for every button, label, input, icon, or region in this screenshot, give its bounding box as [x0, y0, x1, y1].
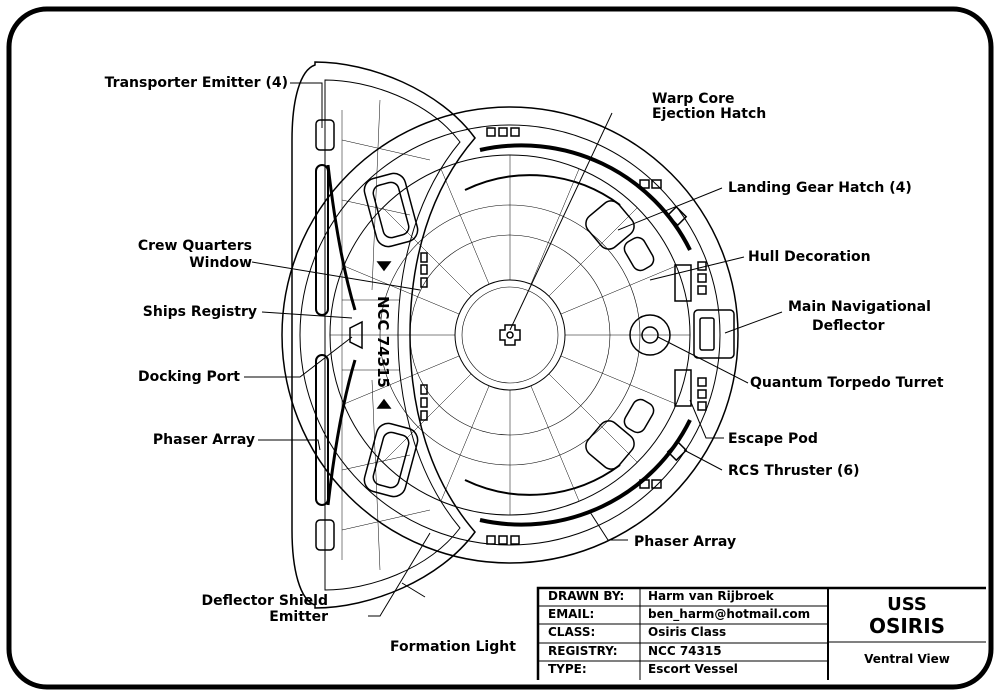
title-row-registry: REGISTRY: NCC 74315	[538, 643, 828, 661]
label-phaser-array-left: Phaser Array	[152, 432, 255, 448]
view-label: Ventral View	[864, 652, 950, 666]
title-row-drawn-by: DRAWN BY: Harm van Rijbroek	[538, 588, 828, 606]
label-main-nav-line1: Main Navigational	[788, 299, 931, 315]
title-value: Escort Vessel	[648, 662, 738, 676]
label-phaser-array-right: Phaser Array	[634, 534, 737, 550]
label-crew-quarters-line2: Window	[189, 255, 252, 271]
label-escape-pod: Escape Pod	[728, 431, 818, 447]
label-formation-light: Formation Light	[390, 639, 516, 655]
title-value: Harm van Rijbroek	[648, 589, 774, 603]
label-crew-quarters-line1: Crew Quarters	[137, 238, 252, 254]
primary-hull	[281, 106, 739, 564]
title-row-type: TYPE: Escort Vessel	[538, 661, 828, 679]
label-hull-decoration: Hull Decoration	[748, 249, 871, 265]
title-row-class: CLASS: Osiris Class	[538, 624, 828, 642]
label-landing-gear-hatch: Landing Gear Hatch (4)	[728, 180, 912, 196]
title-key: DRAWN BY:	[548, 589, 625, 603]
title-block: DRAWN BY: Harm van Rijbroek EMAIL: ben_h…	[538, 588, 986, 680]
title-key: REGISTRY:	[548, 644, 618, 658]
title-row-email: EMAIL: ben_harm@hotmail.com	[538, 606, 828, 624]
label-transporter-emitter: Transporter Emitter (4)	[104, 75, 288, 91]
label-warp-core-line2: Ejection Hatch	[652, 106, 767, 122]
title-key: TYPE:	[548, 662, 587, 676]
label-warp-core-line1: Warp Core	[652, 91, 735, 107]
label-deflector-shield-line2: Emitter	[269, 609, 328, 625]
label-torpedo-turret: Quantum Torpedo Turret	[750, 375, 944, 391]
label-deflector-shield-line1: Deflector Shield	[201, 593, 328, 609]
title-value: Osiris Class	[648, 625, 727, 639]
label-rcs-thruster: RCS Thruster (6)	[728, 463, 860, 479]
title-block-grid	[536, 586, 986, 680]
title-value: NCC 74315	[648, 644, 722, 658]
secondary-hull	[291, 61, 476, 609]
title-key: EMAIL:	[548, 607, 595, 621]
title-value: ben_harm@hotmail.com	[648, 607, 811, 621]
page-border	[6, 6, 994, 690]
ship-name-line1: USS	[887, 594, 927, 615]
leader-lines	[244, 82, 783, 617]
label-ships-registry: Ships Registry	[142, 304, 257, 320]
ship-name-line2: OSIRIS	[868, 614, 946, 638]
label-docking-port: Docking Port	[138, 369, 240, 385]
hull-registry-marking: NCC 74315	[374, 296, 392, 388]
title-key: CLASS:	[548, 625, 596, 639]
label-main-nav-line2: Deflector	[812, 318, 885, 334]
